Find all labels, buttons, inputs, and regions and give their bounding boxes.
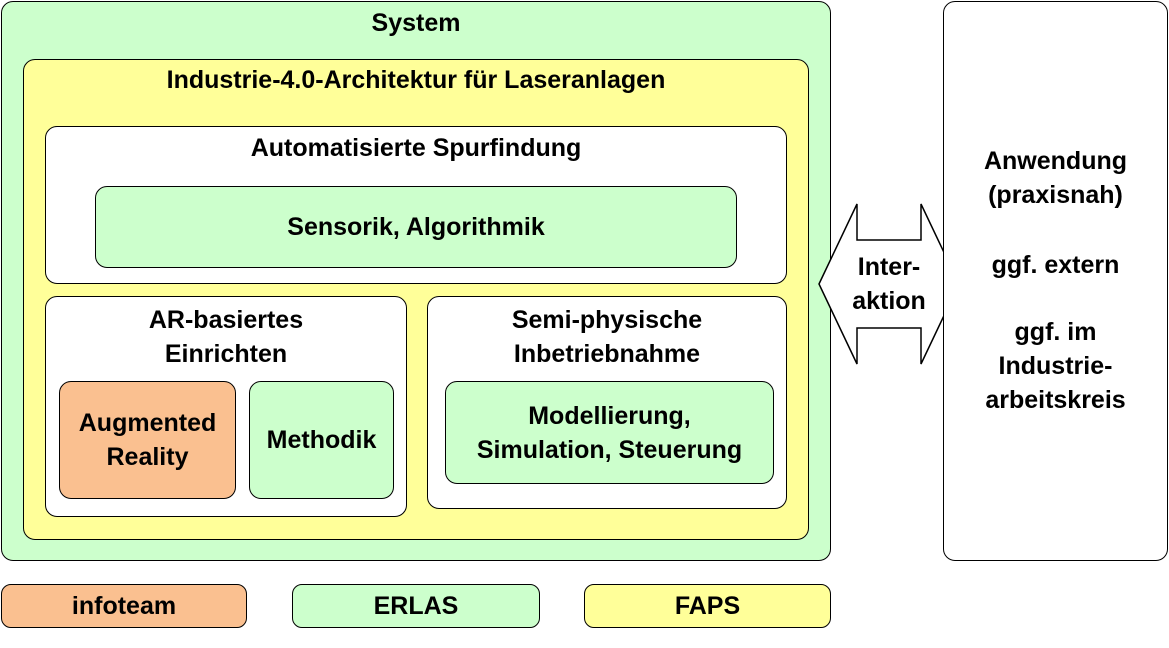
application-line1: Anwendung (praxisnah) <box>983 147 1128 209</box>
application-line3: ggf. im Industrie- arbeitskreis <box>985 318 1126 414</box>
application-box <box>943 1 1168 561</box>
interaction-label: Inter- aktion <box>852 253 926 315</box>
architecture-title: Industrie-4.0-Architektur für Laseranlag… <box>166 66 666 94</box>
legend-infoteam: infoteam <box>1 584 247 628</box>
application-line2: ggf. extern <box>991 251 1120 279</box>
ar-title: AR-basiertes Einrichten <box>148 306 304 368</box>
legend-faps: FAPS <box>584 584 831 628</box>
augmented-reality-box: Augmented Reality <box>59 381 236 499</box>
modellierung-box: Modellierung, Simulation, Steuerung <box>445 381 774 484</box>
methodik-box: Methodik <box>249 381 394 499</box>
sensorik-box: Sensorik, Algorithmik <box>95 186 737 268</box>
system-title: System <box>371 9 461 37</box>
spurfindung-title: Automatisierte Spurfindung <box>250 134 582 162</box>
semi-title: Semi-physische Inbetriebnahme <box>511 306 703 368</box>
legend-erlas: ERLAS <box>292 584 540 628</box>
